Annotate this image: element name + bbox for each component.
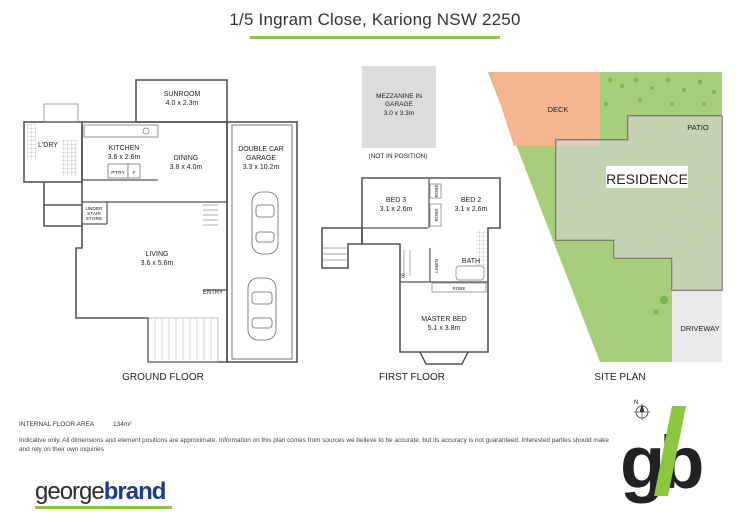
bath-label: BATH: [462, 258, 480, 265]
robe-b-box: [429, 203, 442, 227]
bath-tiles: [476, 230, 487, 270]
kitchen-label: KITCHEN: [109, 145, 140, 152]
gb-logo: gb: [620, 406, 708, 504]
dining-label: DINING: [174, 155, 199, 162]
kitchen-dims: 3.6 x 2.6m: [108, 154, 141, 161]
bed2-dims: 3.1 x 2.6m: [455, 206, 488, 213]
bay-window: [419, 351, 469, 365]
ground-main-walls: [75, 121, 228, 363]
site-patio-label: PATIO: [687, 123, 709, 132]
page-title: 1/5 Ingram Close, Kariong NSW 2250: [229, 10, 521, 29]
mezzanine-label-2: GARAGE: [385, 101, 413, 108]
bed2-label: BED 2: [461, 197, 481, 204]
living-label: LIVING: [146, 251, 169, 258]
stair-s-label: S: [401, 274, 405, 280]
mezzanine-box: [362, 66, 436, 148]
under-stair-label: UNDER: [85, 206, 103, 212]
master-dims: 5.1 x 3.8m: [428, 325, 461, 332]
entry-label: ENTRY: [203, 290, 223, 296]
robe-a-label: ROBE: [434, 184, 439, 197]
laundry-tiles-2: [62, 140, 78, 176]
gb-logo-stripe: [654, 406, 686, 496]
car-icon: [251, 191, 279, 255]
laundry-landing: [43, 103, 79, 123]
site-driveway: [672, 290, 722, 362]
laundry-tiles: [26, 124, 36, 160]
mezzanine-label: MEZZANINE IN: [376, 93, 422, 100]
ground-floor-caption: GROUND FLOOR: [122, 372, 204, 383]
mezzanine-note: (NOT IN POSITION): [368, 153, 427, 160]
sunroom-label: SUNROOM: [164, 91, 201, 98]
bath-tub: [455, 265, 485, 281]
site-residence-label: RESIDENCE: [606, 171, 688, 187]
site-shrubs: [604, 77, 716, 315]
site-driveway-label: DRIVEWAY: [680, 324, 719, 333]
compass-north-label: N: [634, 400, 638, 406]
compass-icon: N: [634, 400, 650, 420]
garage-label: DOUBLE CAR: [238, 146, 284, 153]
linen-label: LINEN: [434, 259, 439, 273]
bed3-dims: 3.1 x 2.6m: [380, 206, 413, 213]
floor-area-value: 134m²: [113, 421, 132, 428]
ground-stairs: [203, 204, 218, 226]
garage-label-2: GARAGE: [246, 155, 276, 162]
first-floor-plan: [321, 177, 501, 353]
pantry-label: P'TRY: [111, 170, 125, 176]
fridge-label: F: [133, 170, 136, 176]
west-wing-walls: [43, 182, 82, 227]
sunroom-dims: 4.0 x 2.3m: [166, 100, 199, 107]
disclaimer-text: Indicative only. All dimensions and elem…: [19, 437, 609, 453]
brand-part-1: george: [35, 478, 105, 505]
garage-dims: 3.3 x 10.2m: [243, 164, 280, 171]
brand-part-2: brand: [103, 478, 167, 505]
laundry-label: L'DRY: [38, 142, 58, 149]
site-deck: [490, 72, 600, 146]
mezzanine-dims: 3.0 x 3.3m: [384, 110, 414, 117]
garage-cars: [247, 191, 279, 341]
under-stair-label-3: STORE: [86, 216, 102, 222]
title-underline: [250, 36, 500, 39]
living-dims: 3.6 x 5.6m: [141, 260, 174, 267]
first-floor-caption: FIRST FLOOR: [379, 372, 445, 383]
brand-underline: [35, 506, 172, 509]
brand-wordmark: georgebrand: [35, 478, 167, 506]
garage-inner-line: [231, 124, 293, 360]
master-label: MASTER BED: [421, 316, 467, 323]
robe-c-box: [431, 282, 487, 293]
site-plan-caption: SITE PLAN: [594, 372, 645, 383]
kitchen-bench: [83, 124, 159, 138]
robe-c-label: ROBE: [452, 286, 465, 291]
fridge-box: [127, 163, 141, 179]
first-floor-stairs: [322, 247, 411, 276]
upper-walls: [361, 177, 501, 353]
site-deck-label: DECK: [548, 105, 569, 114]
garage-walls: [226, 121, 298, 363]
dining-dims: 3.8 x 4.0m: [170, 164, 203, 171]
front-deck: [147, 317, 219, 363]
robe-a-box: [429, 183, 442, 199]
car-icon-2: [247, 277, 277, 341]
floor-area-label: INTERNAL FLOOR AREA: [19, 421, 95, 428]
residence-label-bg: [606, 166, 688, 188]
under-stair-label-2: STAIR: [87, 211, 101, 217]
kitchen-sink-icon: [142, 127, 150, 135]
bed3-label: BED 3: [386, 197, 406, 204]
robe-b-label: ROBE: [434, 208, 439, 221]
